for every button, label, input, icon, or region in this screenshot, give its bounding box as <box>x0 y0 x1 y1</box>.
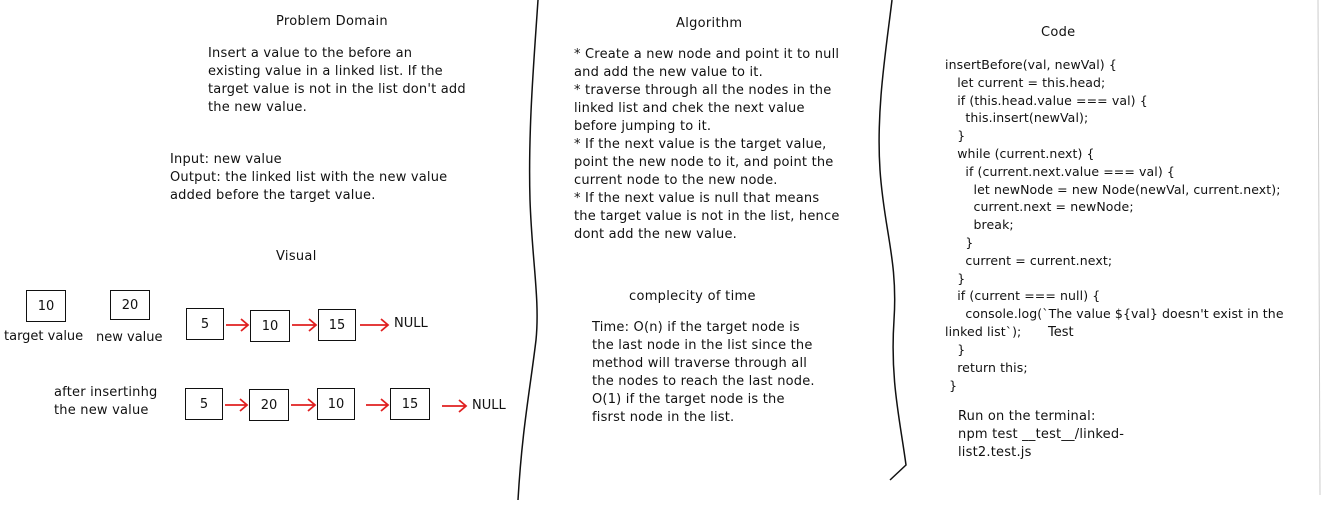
new-value-label: new value <box>96 330 163 345</box>
algorithm-steps: * Create a new node and point it to null… <box>574 47 840 242</box>
list-after-node-2: 20 <box>249 389 289 421</box>
visual-title: Visual <box>276 249 317 264</box>
list-before-node-1: 5 <box>186 308 224 340</box>
arrow-4 <box>225 398 249 412</box>
arrow-6 <box>366 398 390 412</box>
list-after-null: NULL <box>472 398 506 413</box>
list-after-node-4: 15 <box>390 388 430 420</box>
list-before-node-3: 15 <box>318 309 356 341</box>
divider-edge <box>1317 0 1321 496</box>
code-source: insertBefore(val, newVal) { let current … <box>945 57 1284 339</box>
arrow-3 <box>360 318 390 332</box>
list-after-node-3: 10 <box>317 388 355 420</box>
arrow-5 <box>291 398 317 412</box>
problem-description: Insert a value to the before an existing… <box>208 46 466 115</box>
problem-title: Problem Domain <box>276 14 388 29</box>
arrow-7 <box>442 399 468 413</box>
target-value-box: 10 <box>26 290 66 322</box>
list-before-null: NULL <box>394 316 428 331</box>
terminal-command: Run on the terminal: npm test __test__/l… <box>958 409 1125 460</box>
list-before-node-2: 10 <box>250 310 290 342</box>
complexity-title: complecity of time <box>629 289 756 304</box>
divider-left <box>517 0 539 501</box>
code-tail: } return this; } <box>949 342 1028 393</box>
after-insert-label: after insertinhg the new value <box>54 385 158 418</box>
code-title: Code <box>1041 25 1076 40</box>
code-test-label: Test <box>1048 325 1074 340</box>
problem-io: Input: new value Output: the linked list… <box>170 152 448 203</box>
algorithm-title: Algorithm <box>676 16 743 31</box>
list-after-node-1: 5 <box>185 388 223 420</box>
arrow-1 <box>226 318 250 332</box>
new-value-box: 20 <box>110 290 150 320</box>
arrow-2 <box>292 318 318 332</box>
divider-right <box>878 0 907 481</box>
arrows <box>225 318 468 413</box>
complexity-text: Time: O(n) if the target node is the las… <box>592 320 815 425</box>
target-value-label: target value <box>4 329 84 344</box>
